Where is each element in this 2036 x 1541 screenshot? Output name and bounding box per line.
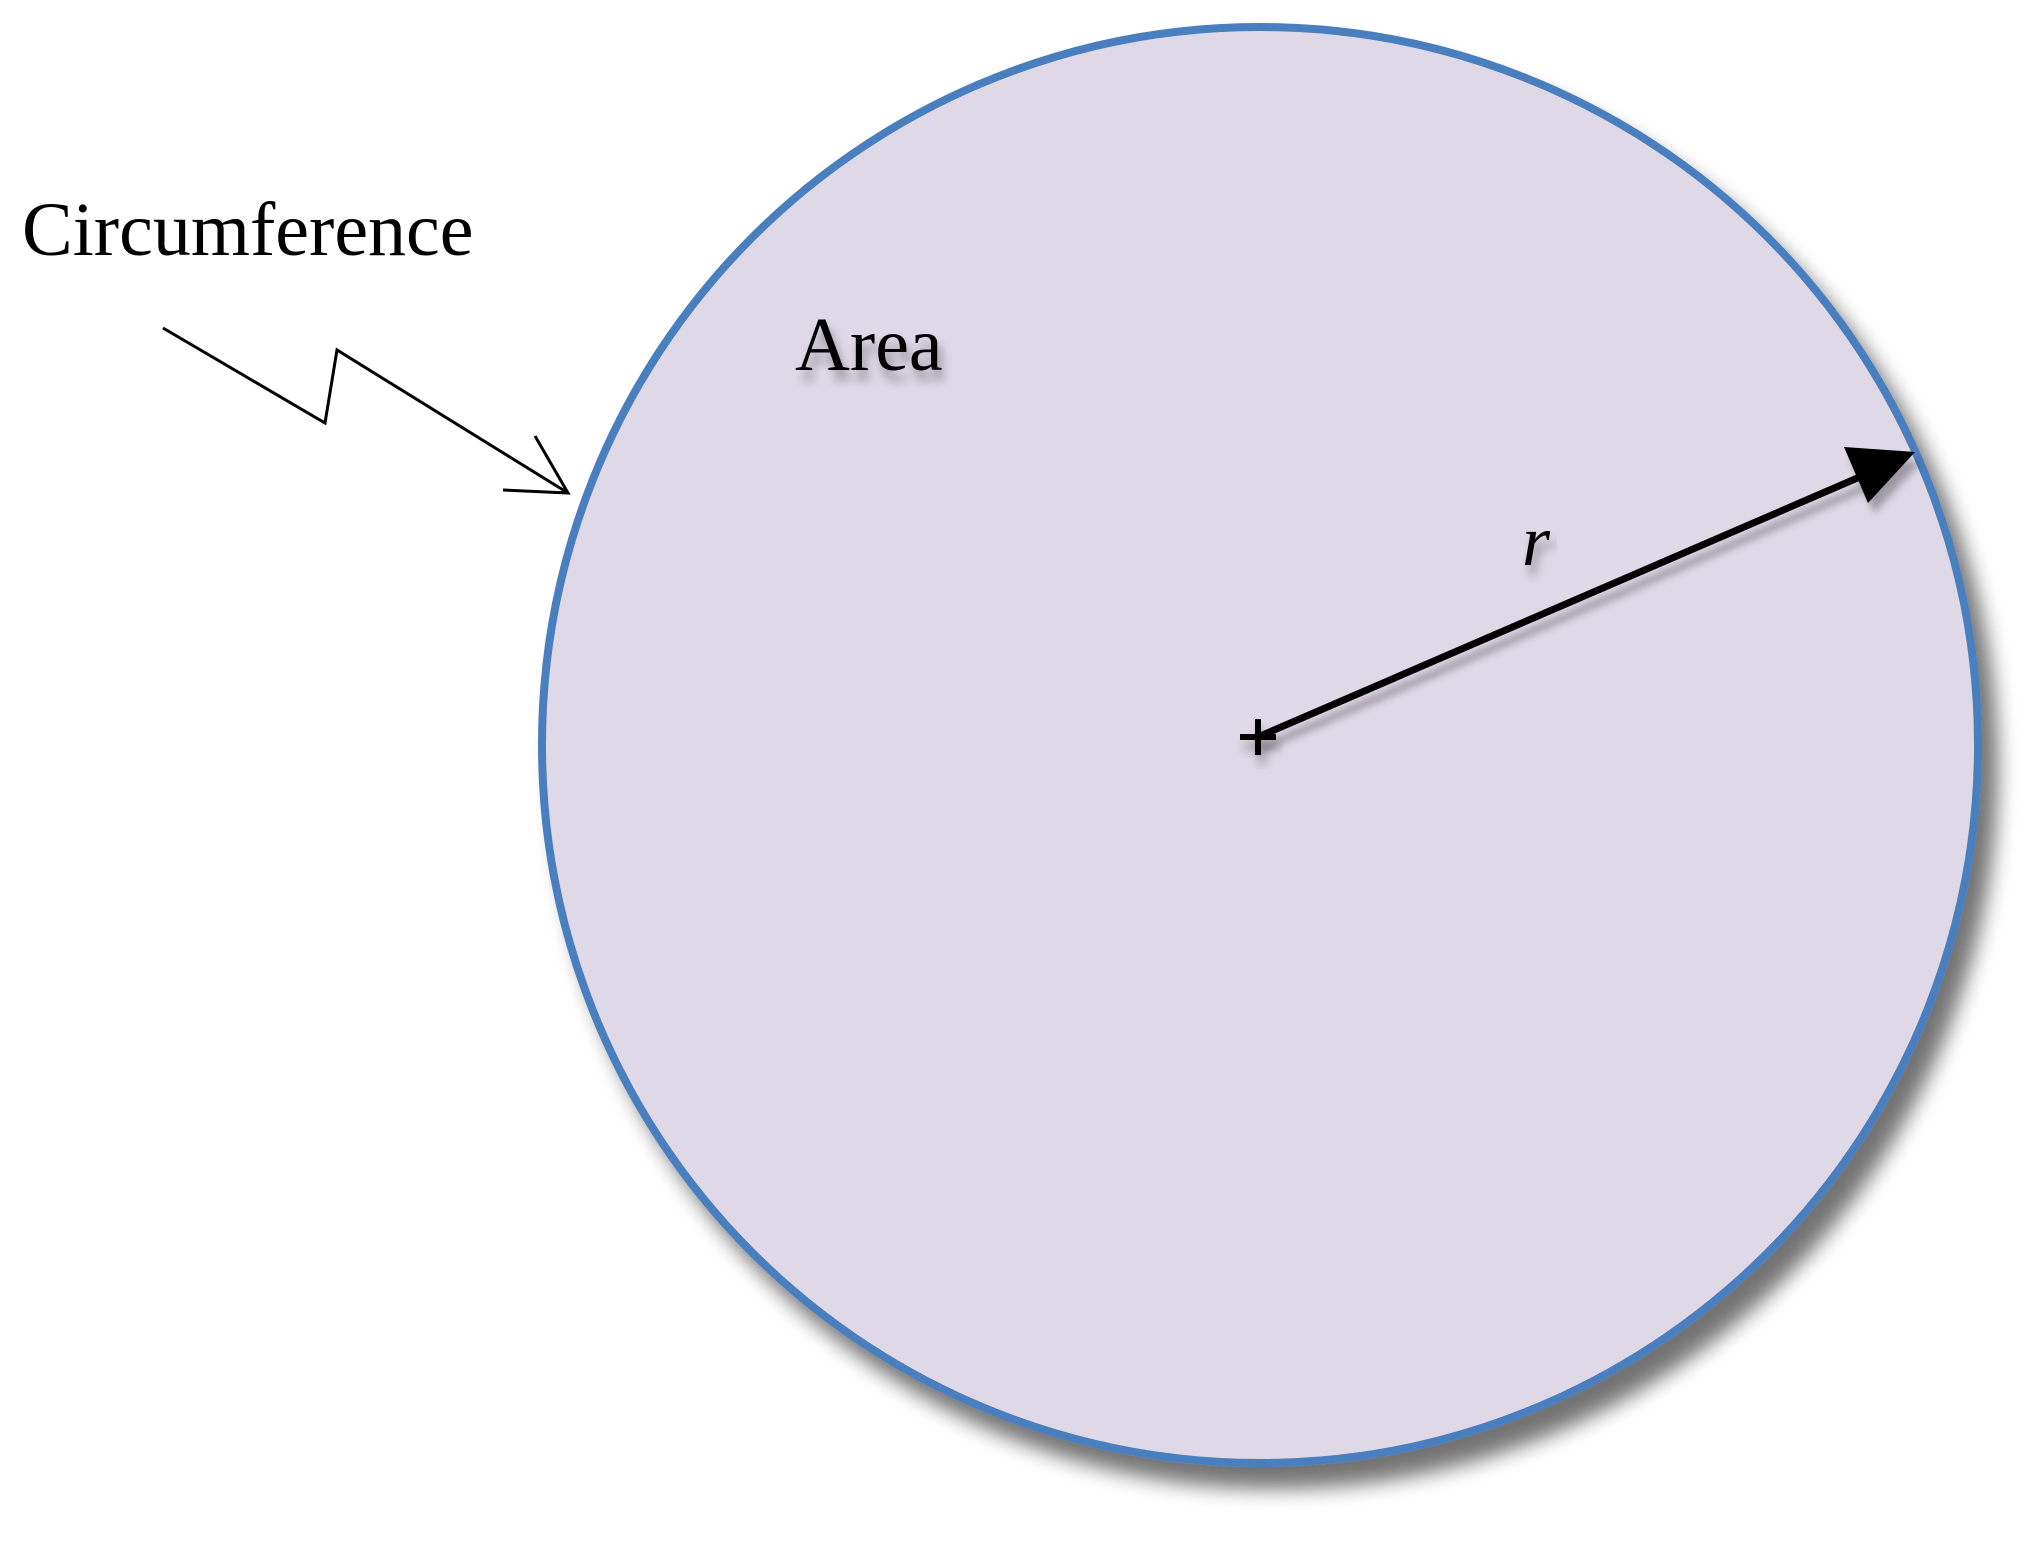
radius-label: r [1522, 501, 1551, 581]
arrow-icon [1844, 447, 1915, 503]
plus-icon [1240, 719, 1276, 755]
area-label: Area [795, 303, 943, 387]
circumference-label: Circumference [22, 188, 474, 272]
radius-arrow [1254, 447, 1915, 741]
lightning-arrow-icon [162, 326, 571, 495]
radius-line [1254, 472, 1866, 741]
